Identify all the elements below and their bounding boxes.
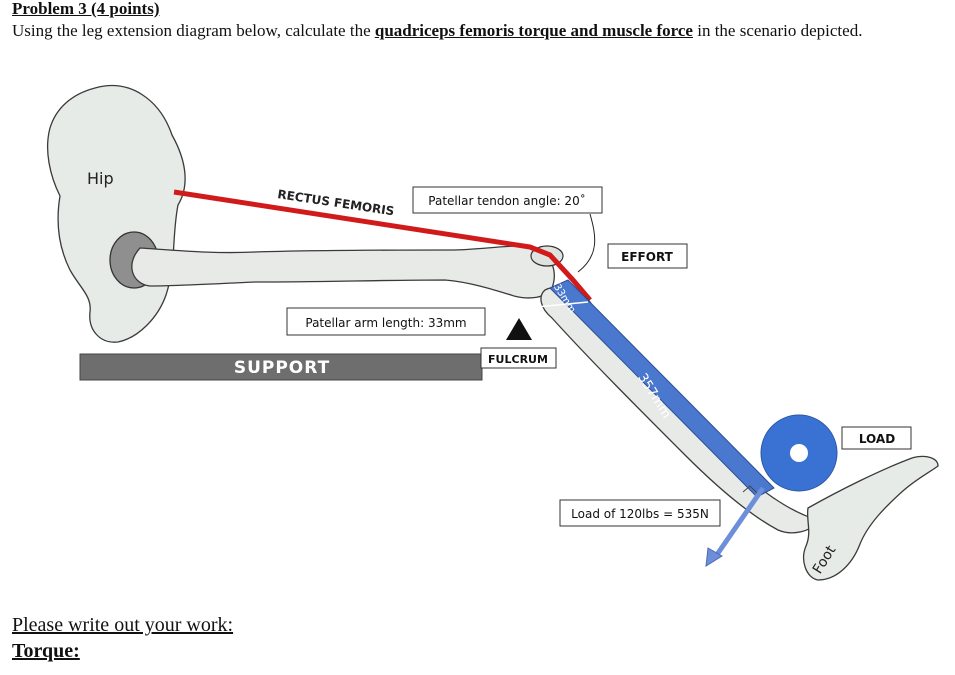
load-label: LOAD xyxy=(859,432,895,446)
patellar-arm-label: Patellar arm length: 33mm xyxy=(305,316,466,330)
load-box xyxy=(841,426,912,450)
right-angle-marker xyxy=(742,485,759,495)
patellar-arm-box xyxy=(286,307,486,336)
support-bar xyxy=(79,353,483,381)
foot-bone xyxy=(803,455,939,581)
tendon-angle-label: Patellar tendon angle: 20˚ xyxy=(428,193,585,208)
load-arrow-shaft xyxy=(713,486,766,558)
load-value-label: Load of 120lbs = 535N xyxy=(571,507,709,521)
fulcrum-box xyxy=(480,347,557,369)
load-arrow-head xyxy=(705,547,723,567)
intro-text-after: in the scenario depicted. xyxy=(692,21,863,40)
hip-label: Hip xyxy=(87,169,114,188)
intro-text-before: Using the leg extension diagram below, c… xyxy=(12,21,375,40)
effort-label: EFFORT xyxy=(621,250,673,264)
lever-arm xyxy=(549,279,775,498)
tendon-angle-pointer xyxy=(577,213,596,273)
intro-emphasis: quadriceps femoris torque and muscle for… xyxy=(374,21,693,40)
problem-instructions: Using the leg extension diagram below, c… xyxy=(12,20,942,41)
work-prompt: Please write out your work: xyxy=(12,614,234,636)
lever-arm-divider xyxy=(536,301,589,308)
femur-bone xyxy=(131,245,555,299)
load-value-box xyxy=(559,499,721,527)
fulcrum-triangle xyxy=(506,318,532,340)
support-label: SUPPORT xyxy=(234,358,330,378)
effort-box xyxy=(607,243,688,269)
tendon-angle-box xyxy=(412,186,603,214)
pelvis-bone xyxy=(47,84,186,343)
rectus-femoris-line xyxy=(173,189,592,302)
torque-label: Torque: xyxy=(12,640,80,662)
rectus-femoris-label: RECTUS FEMORIS xyxy=(277,187,396,218)
load-disc-hole xyxy=(790,444,808,462)
fulcrum-label: FULCRUM xyxy=(488,353,548,366)
problem-heading: Problem 3 (4 points) xyxy=(12,0,160,18)
